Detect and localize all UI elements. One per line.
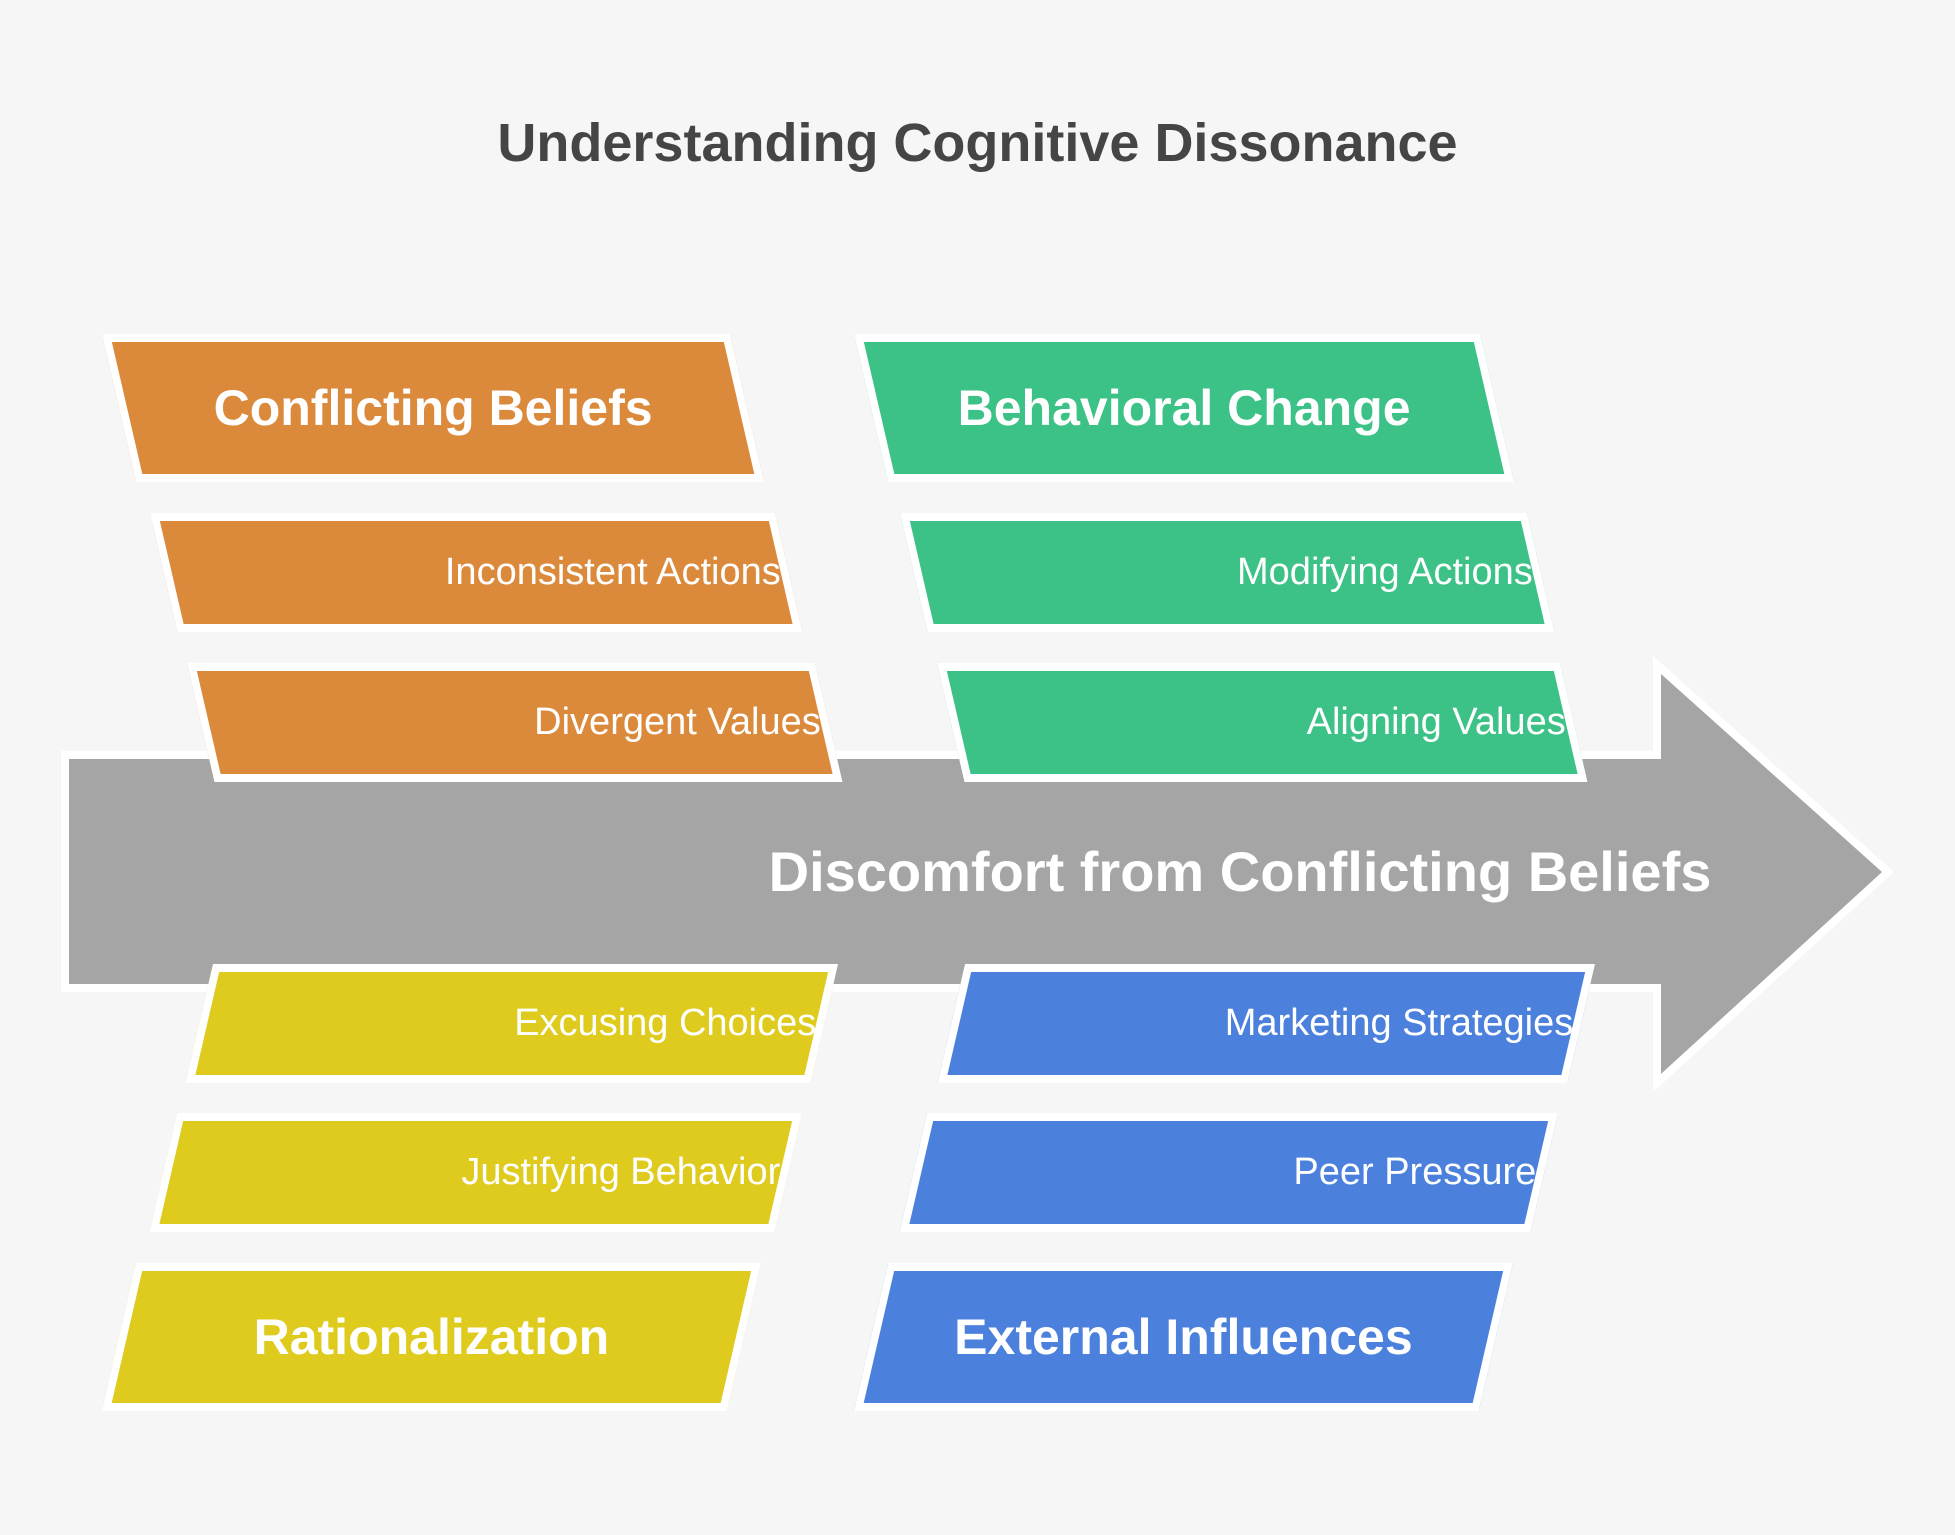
item-label: Justifying Behavior xyxy=(461,1151,781,1193)
group-rationalization-header: Rationalization xyxy=(101,1263,762,1411)
group-external-influences-item: Marketing Strategies xyxy=(937,964,1595,1083)
group-behavioral-change-header: Behavioral Change xyxy=(854,334,1515,482)
group-conflicting-beliefs-item: Inconsistent Actions xyxy=(150,513,803,632)
item-label: Divergent Values xyxy=(534,701,821,743)
group-external-influences-header-label: External Influences xyxy=(954,1309,1413,1365)
item-label: Marketing Strategies xyxy=(1224,1002,1574,1044)
item-label: Excusing Choices xyxy=(514,1002,817,1044)
group-rationalization-item: Excusing Choices xyxy=(185,964,839,1083)
item-label: Peer Pressure xyxy=(1293,1151,1537,1193)
group-behavioral-change-item: Aligning Values xyxy=(937,663,1588,782)
item-label: Aligning Values xyxy=(1306,701,1566,743)
group-external-influences-item: Peer Pressure xyxy=(899,1113,1558,1232)
item-label: Inconsistent Actions xyxy=(444,551,781,593)
page-title: Understanding Cognitive Dissonance xyxy=(497,113,1458,173)
group-external-influences-header: External Influences xyxy=(853,1263,1513,1411)
group-behavioral-change-header-label: Behavioral Change xyxy=(957,380,1411,436)
group-behavioral-change-item: Modifying Actions xyxy=(900,513,1555,632)
group-rationalization-item: Justifying Behavior xyxy=(149,1113,803,1232)
group-conflicting-beliefs-header-label: Conflicting Beliefs xyxy=(213,380,653,436)
arrow-label: Discomfort from Conflicting Beliefs xyxy=(768,839,1712,903)
group-conflicting-beliefs-header: Conflicting Beliefs xyxy=(102,334,765,482)
item-label: Modifying Actions xyxy=(1237,551,1533,593)
group-rationalization-header-label: Rationalization xyxy=(253,1309,610,1365)
group-conflicting-beliefs-item: Divergent Values xyxy=(187,663,843,782)
